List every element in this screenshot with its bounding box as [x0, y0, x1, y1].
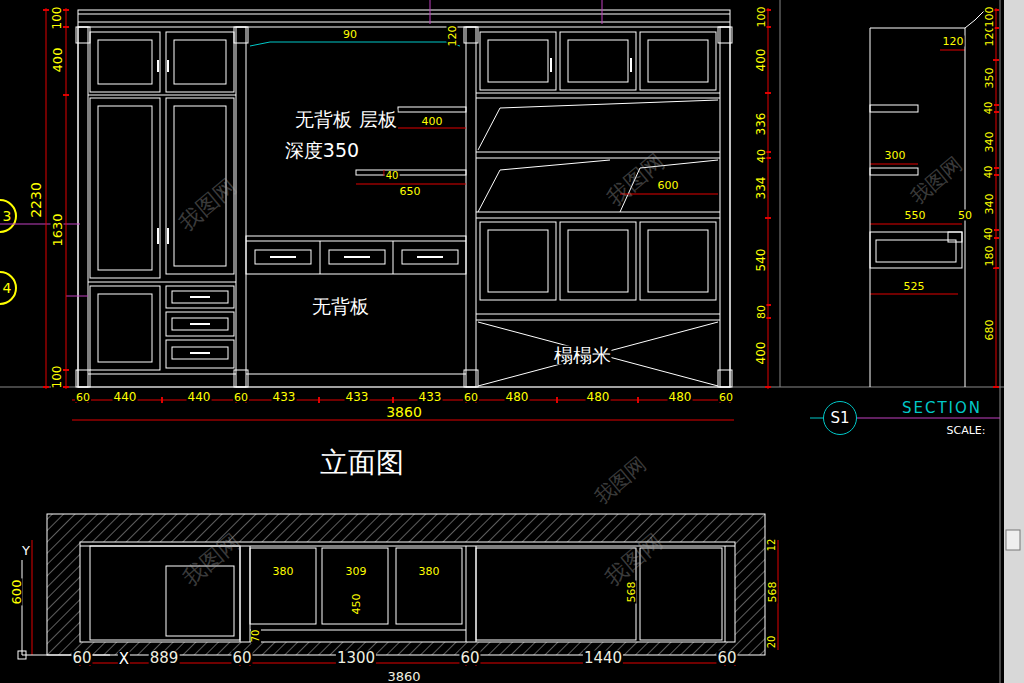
dimension-number: 40	[385, 171, 400, 181]
dimension-number: 540	[755, 248, 767, 273]
dimension-number: 40	[984, 227, 994, 242]
dimension-number: 100	[51, 6, 63, 31]
dimension-number: 480	[586, 391, 611, 403]
axis-letter: Y	[21, 544, 31, 557]
dimension-number: 380	[418, 566, 441, 577]
dimension-number: 440	[113, 391, 138, 403]
dimension-number: 1440	[583, 651, 623, 666]
dimension-number: 350	[984, 67, 995, 90]
dimension-number: 60	[718, 392, 734, 403]
dimension-number: 334	[755, 176, 767, 201]
dimension-number: 1630	[51, 212, 64, 247]
dimension-number: 433	[418, 391, 443, 403]
note-text: 无背板 层板	[294, 110, 397, 129]
dimension-number: 1300	[336, 651, 376, 666]
watermark: 我图网	[906, 152, 966, 207]
dimension-number: 40	[984, 101, 994, 116]
dimension-number: 480	[668, 391, 693, 403]
note-text: 深度350	[284, 141, 360, 160]
dimension-number: 440	[187, 391, 212, 403]
section-title: SECTION	[901, 401, 983, 416]
dimension-number: 60	[716, 651, 737, 666]
dimension-number: 600	[657, 180, 680, 191]
dimension-number: 20	[767, 635, 777, 650]
dimension-number: 60	[75, 392, 91, 403]
watermark: 我图网	[590, 452, 650, 507]
dimension-number: 600	[10, 579, 23, 606]
dimension-number: 650	[399, 186, 422, 197]
dimension-number: 12	[767, 538, 777, 553]
dimension-number: 380	[272, 566, 295, 577]
dimension-number: 60	[71, 651, 92, 666]
dimension-number: 433	[345, 391, 370, 403]
dimension-number: 180	[984, 245, 995, 268]
dimension-number: 525	[903, 281, 926, 292]
dimension-number: 60	[463, 392, 479, 403]
dimension-number: 90	[342, 29, 358, 40]
callout-number: 4	[2, 281, 13, 295]
dimension-number: 120	[447, 25, 458, 48]
note-text: 榻榻米	[553, 346, 612, 365]
dimension-number: 100	[51, 365, 63, 390]
drawing-title: 立面图	[319, 449, 405, 477]
dimension-number: 80	[756, 304, 767, 320]
dimension-number: 300	[884, 150, 907, 161]
dimension-number: 3860	[385, 405, 423, 419]
dimension-number: 3860	[386, 670, 421, 683]
dimension-number: 60	[233, 392, 249, 403]
section-callout-circle: S1	[823, 401, 857, 435]
dimension-number: 120	[942, 36, 965, 47]
dimension-number: 340	[984, 131, 995, 154]
dimension-number: 680	[984, 319, 995, 342]
dimension-number: 309	[345, 566, 368, 577]
dimension-number: 400	[755, 341, 767, 366]
dimension-number: 100	[756, 6, 767, 29]
dimension-number: 50	[957, 210, 973, 221]
watermark: 我图网	[175, 175, 241, 236]
dimension-number: 568	[767, 581, 778, 604]
dimension-number: 568	[626, 581, 637, 604]
dimension-number: 889	[149, 651, 180, 666]
callout-number: 3	[2, 209, 13, 223]
scale-text: SCALE:	[946, 425, 987, 436]
dimension-number: 400	[421, 116, 444, 127]
dimension-number: 433	[272, 391, 297, 403]
dimension-number: 100	[984, 6, 995, 29]
dimension-number: 40	[756, 148, 767, 164]
dimension-number: 450	[351, 593, 362, 616]
dimension-number: 60	[459, 651, 480, 666]
dimension-number: 2230	[29, 181, 43, 219]
dimension-number: 550	[904, 210, 927, 221]
dimension-number: 340	[984, 193, 995, 216]
dimension-number: 400	[755, 48, 767, 73]
dimension-number: 336	[755, 112, 767, 137]
callout-text: S1	[830, 411, 849, 426]
dimension-number: 480	[505, 391, 530, 403]
axis-letter: X	[118, 652, 130, 667]
dimension-number: 400	[51, 47, 64, 74]
note-text: 无背板	[311, 297, 370, 316]
dimension-number: 40	[984, 165, 994, 180]
dimension-number: 60	[231, 651, 252, 666]
dimension-number: 70	[251, 629, 261, 644]
